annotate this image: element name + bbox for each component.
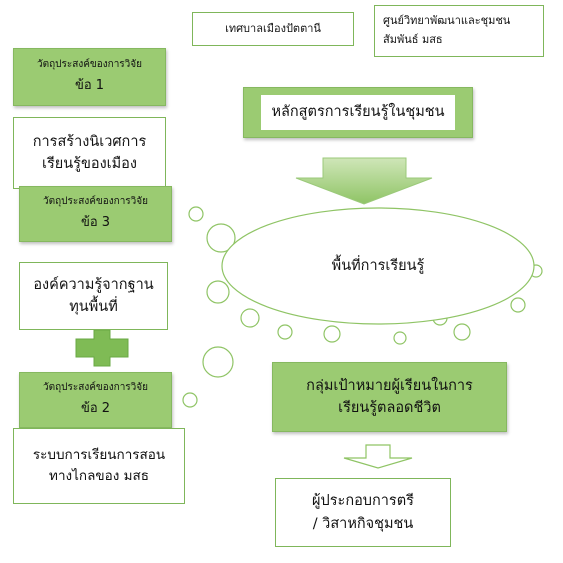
entrepreneurs-box: ผู้ประกอบการตรี / วิสาหกิจชุมชน — [275, 478, 451, 547]
objective-3-number: ข้อ 3 — [80, 215, 111, 231]
target-group-box: กลุ่มเป้าหมายผู้เรียนในการ เรียนรู้ตลอดช… — [272, 362, 507, 432]
distance-learning-line1: ระบบการเรียนการสอน — [32, 447, 166, 464]
down-arrow-green — [295, 157, 433, 205]
city-ecosystem-line1: การสร้างนิเวศการ — [32, 133, 147, 150]
knowledge-line2: ทุนพื้นที่ — [69, 299, 118, 315]
objective-3-box: วัตถุประสงค์ของการวิจัย ข้อ 3 — [19, 186, 172, 242]
objective-3-label: วัตถุประสงค์ของการวิจัย — [42, 196, 149, 208]
knowledge-box: องค์ความรู้จากฐาน ทุนพื้นที่ — [19, 262, 168, 330]
objective-2-number: ข้อ 2 — [80, 401, 111, 417]
distance-learning-box: ระบบการเรียนการสอน ทางไกลของ มสธ — [13, 428, 185, 504]
objective-2-label: วัตถุประสงค์ของการวิจัย — [42, 382, 149, 394]
plus-icon — [75, 329, 129, 367]
knowledge-line1: องค์ความรู้จากฐาน — [33, 276, 154, 293]
target-group-line2: เรียนรู้ตลอดชีวิต — [338, 400, 441, 416]
down-arrow-outline — [343, 444, 413, 469]
curriculum-box: หลักสูตรการเรียนรู้ในชุมชน — [243, 87, 473, 138]
objective-2-box: วัตถุประสงค์ของการวิจัย ข้อ 2 — [19, 372, 172, 428]
municipality-box: เทศบาลเมืองปัตตานี — [192, 12, 354, 46]
entrepreneurs-line2: / วิสาหกิจชุมชน — [312, 515, 414, 532]
city-ecosystem-line2: เรียนรู้ของเมือง — [42, 156, 137, 172]
center-label-line1: ศูนย์วิทยาพัฒนาและชุมชน — [383, 14, 511, 28]
learning-cloud — [182, 206, 543, 408]
objective-1-number: ข้อ 1 — [74, 78, 105, 94]
learning-space-label: พื้นที่การเรียนรู้ — [331, 257, 425, 274]
entrepreneurs-line1: ผู้ประกอบการตรี — [312, 493, 414, 510]
objective-1-box: วัตถุประสงค์ของการวิจัย ข้อ 1 — [13, 48, 166, 106]
municipality-label: เทศบาลเมืองปัตตานี — [225, 22, 321, 36]
learning-space-label-box: พื้นที่การเรียนรู้ — [290, 250, 466, 282]
city-ecosystem-box: การสร้างนิเวศการ เรียนรู้ของเมือง — [13, 117, 166, 189]
center-box: ศูนย์วิทยาพัฒนาและชุมชน สัมพันธ์ มสธ — [374, 5, 544, 57]
center-label-line2: สัมพันธ์ มสธ — [383, 33, 443, 46]
target-group-line1: กลุ่มเป้าหมายผู้เรียนในการ — [306, 377, 473, 394]
distance-learning-line2: ทางไกลของ มสธ — [49, 468, 149, 484]
curriculum-label: หลักสูตรการเรียนรู้ในชุมชน — [261, 95, 455, 130]
objective-1-label: วัตถุประสงค์ของการวิจัย — [36, 59, 143, 71]
